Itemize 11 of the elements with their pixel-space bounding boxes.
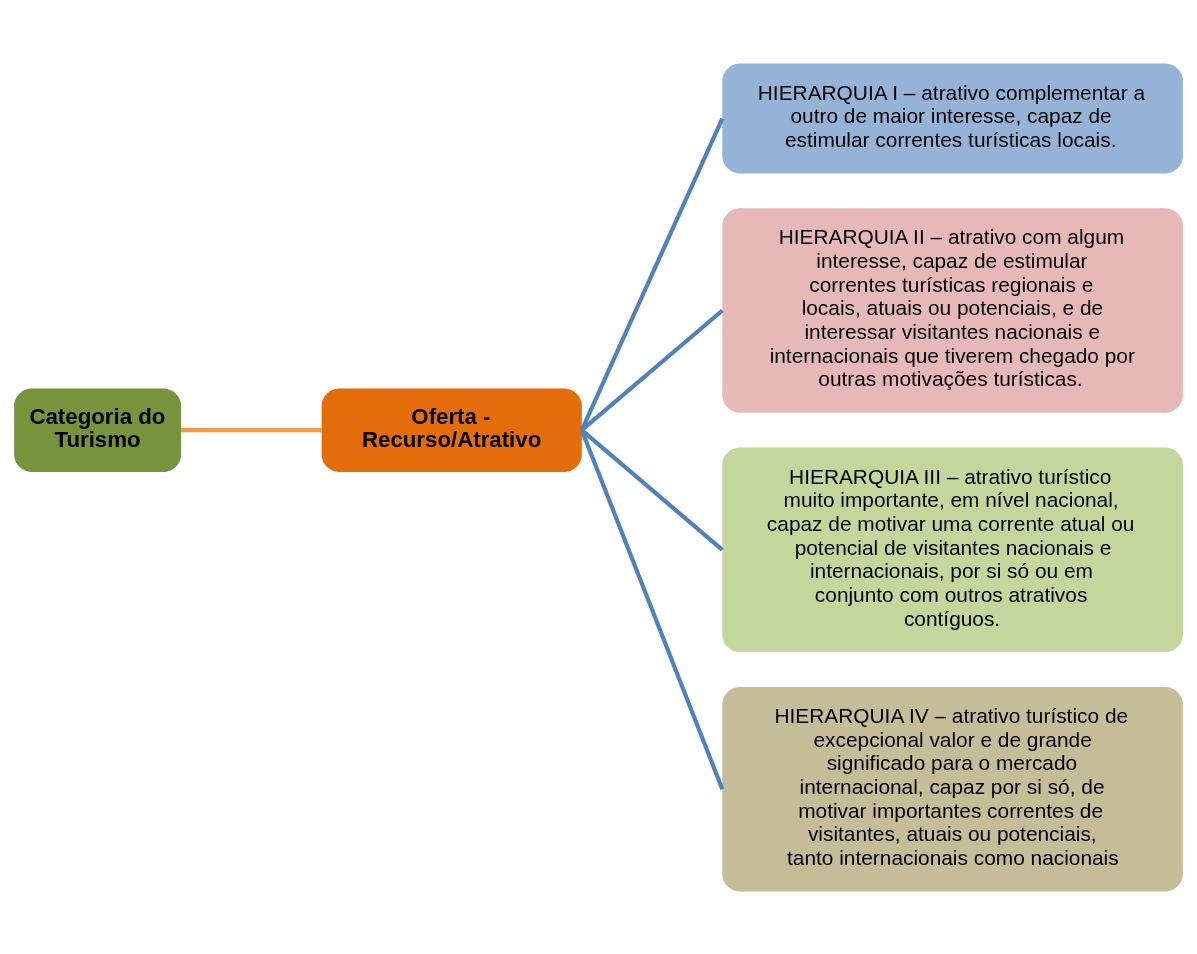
connector bbox=[580, 308, 724, 432]
node-box: HIERARQUIA IV – atrativo turístico de excepcional valor e de grande significado para o mercado internacional, capaz por si só, de motivar importantes correntes de visitantes, atuais ou potenciais, tanto internacionais como nacionais bbox=[722, 686, 1183, 891]
node-box: Categoria do Turismo bbox=[14, 387, 182, 472]
connector bbox=[579, 117, 725, 431]
node-box: HIERARQUIA III – atrativo turístico muito importante, em nível nacional, capaz de motivar uma corrente atual ou potencial de visitantes nacionais e internacionais, por si só ou em conjunto com outros atrativos contíguos. bbox=[722, 447, 1183, 652]
connector bbox=[181, 427, 322, 432]
node-box: Oferta - Recurso/Atrativo bbox=[321, 387, 582, 472]
node-box: HIERARQUIA I – atrativo complementar a outro de maior interesse, capaz de estimular correntes turísticas locais. bbox=[722, 63, 1183, 173]
node-box: HIERARQUIA II – atrativo com algum interesse, capaz de estimular correntes turísticas regionais e locais, atuais ou potenciais, e de interessar visitantes nacionais e internacionais que tiverem chegado por outras motivações turísticas. bbox=[722, 207, 1183, 413]
connector bbox=[579, 428, 725, 790]
connector bbox=[580, 428, 724, 551]
